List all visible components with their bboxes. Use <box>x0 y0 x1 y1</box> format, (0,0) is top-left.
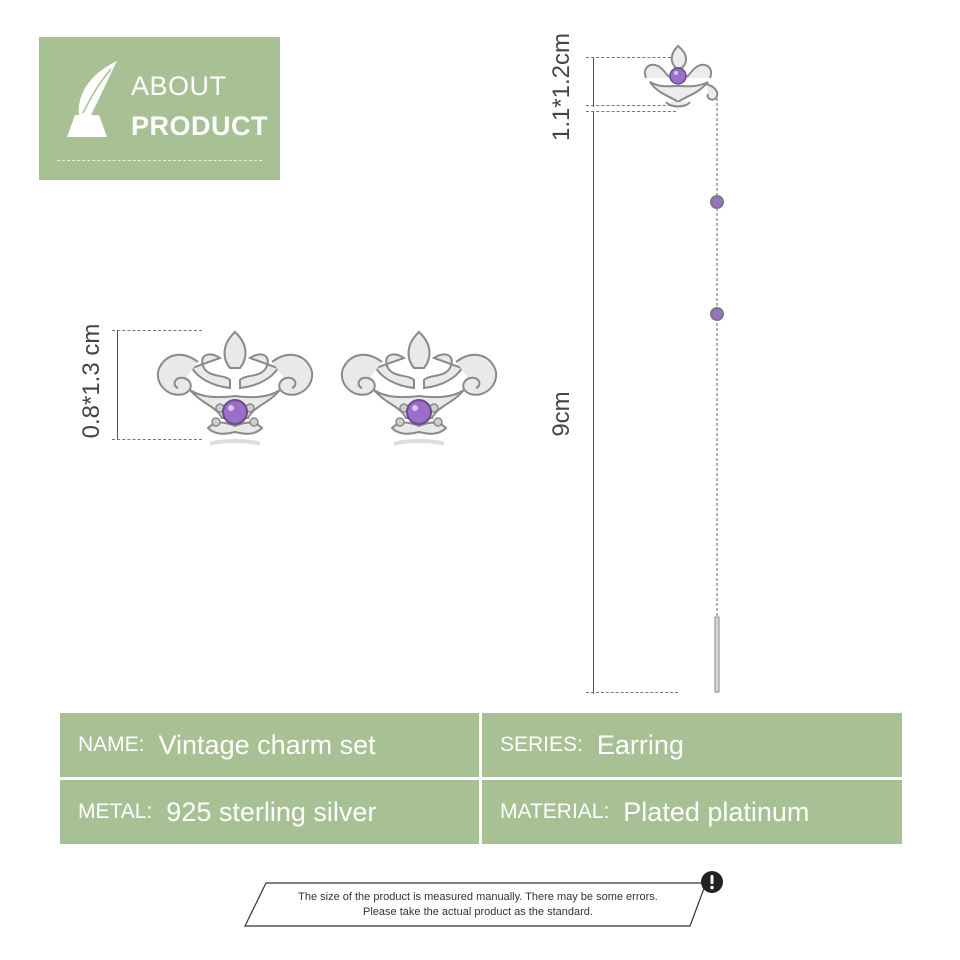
product-text: PRODUCT <box>131 111 268 141</box>
metal-cell: METAL: 925 sterling silver <box>60 780 479 844</box>
product-info-table: NAME: Vintage charm set SERIES: Earring … <box>60 713 902 844</box>
cuff-dimension-line <box>593 57 594 107</box>
material-cell: MATERIAL: Plated platinum <box>482 780 902 844</box>
series-label: SERIES: <box>500 733 583 756</box>
name-value: Vintage charm set <box>158 729 376 760</box>
material-label: MATERIAL: <box>500 800 610 823</box>
stud-dimension-label: 0.8*1.3 cm <box>78 323 105 439</box>
material-value: Plated platinum <box>623 796 810 827</box>
disclaimer-frame <box>244 882 707 927</box>
cuff-top-guide <box>586 57 676 58</box>
about-product-badge: ABOUT PRODUCT <box>39 37 280 180</box>
chain-bottom-guide <box>586 692 678 693</box>
ear-cuff-chain-earring <box>644 44 724 693</box>
series-value: Earring <box>596 729 684 760</box>
disclaimer-line-2: Please take the actual product as the st… <box>363 906 593 918</box>
stud-earring-right <box>340 330 498 446</box>
about-text: ABOUT <box>131 71 227 101</box>
name-cell: NAME: Vintage charm set <box>60 713 479 777</box>
stud-top-guide <box>112 330 202 331</box>
stud-earring-left <box>156 330 314 446</box>
stud-dimension-line <box>117 330 118 440</box>
metal-value: 925 sterling silver <box>166 796 377 827</box>
measurement-disclaimer: The size of the product is measured manu… <box>244 871 723 927</box>
quill-inkwell-icon <box>67 61 117 137</box>
cuff-bottom-guide <box>586 105 676 106</box>
chain-top-guide <box>586 111 676 112</box>
exclamation-icon <box>701 871 723 893</box>
badge-divider <box>57 160 262 161</box>
metal-label: METAL: <box>78 800 153 823</box>
cuff-dimension-label: 1.1*1.2cm <box>548 32 575 142</box>
name-label: NAME: <box>78 733 145 756</box>
disclaimer-line-1: The size of the product is measured manu… <box>298 891 658 903</box>
chain-dimension-label: 9cm <box>548 391 575 437</box>
chain-dimension-line <box>593 111 594 694</box>
stud-bottom-guide <box>112 439 202 440</box>
series-cell: SERIES: Earring <box>482 713 902 777</box>
